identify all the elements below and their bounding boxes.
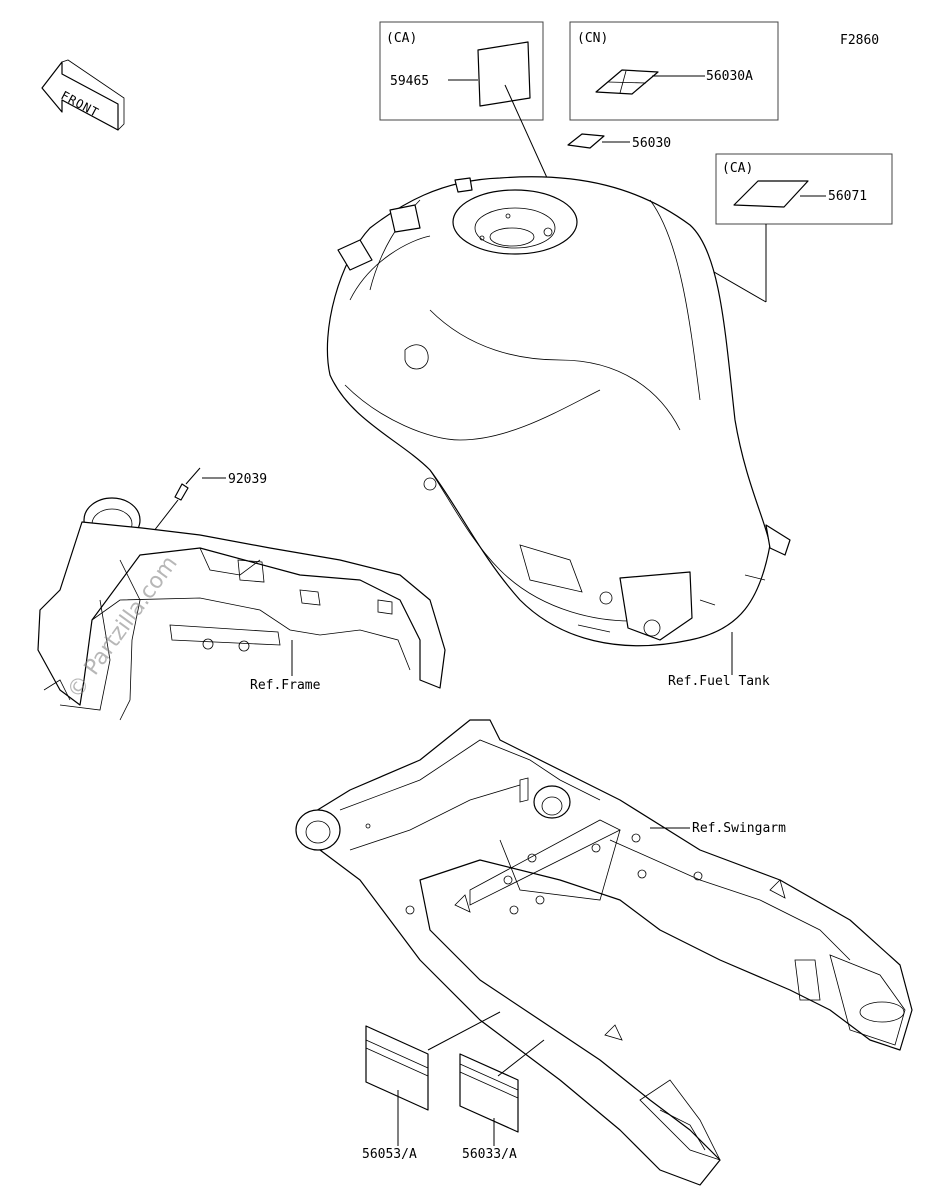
part-59465: 59465	[390, 74, 429, 89]
front-arrow-icon: FRONT	[41, 59, 125, 131]
label-56030: 56030	[567, 133, 671, 151]
callout-box-ca-56071: (CA) 56071	[715, 153, 893, 225]
part-56053a: 56053/A	[362, 1147, 417, 1162]
part-56033a: 56033/A	[462, 1147, 517, 1162]
part-56071: 56071	[828, 189, 867, 204]
ref-frame: Ref.Frame	[250, 678, 321, 693]
part-56030: 56030	[632, 136, 671, 151]
ref-swingarm: Ref.Swingarm	[692, 821, 786, 836]
sticker-56053a: 56053/A	[362, 1011, 501, 1162]
ref-fuel-tank: Ref.Fuel Tank	[668, 674, 770, 689]
label-59465-sticker	[477, 41, 531, 107]
bolt-92039: 92039	[149, 467, 267, 537]
fuel-tank	[326, 176, 791, 647]
sticker-56033a: 56033/A	[459, 1039, 545, 1162]
box-ca-left-region: (CA)	[386, 31, 417, 46]
label-56030a-sticker	[595, 69, 659, 95]
figure-code: F2860	[840, 33, 879, 48]
box-ca-right-region: (CA)	[722, 161, 753, 176]
frame	[37, 497, 446, 721]
part-56030a: 56030A	[706, 69, 753, 84]
box-cn-region: (CN)	[577, 31, 608, 46]
label-56071-sticker	[733, 180, 809, 208]
swingarm	[295, 719, 913, 1186]
callout-box-ca-59465: (CA) 59465	[379, 21, 544, 121]
callout-box-cn-56030a: (CN) 56030A	[569, 21, 779, 121]
part-92039: 92039	[228, 472, 267, 487]
